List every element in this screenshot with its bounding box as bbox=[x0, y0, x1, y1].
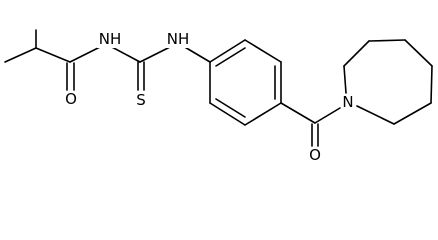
bond-arylnh-ring bbox=[182, 45, 211, 63]
bond-carbonyl-nh bbox=[69, 46, 101, 63]
ring-bond-2 bbox=[244, 39, 282, 63]
azepane-nitrogen-label: N bbox=[342, 93, 353, 111]
azepane-bond-6 bbox=[393, 102, 432, 125]
bond-methyl-left bbox=[4, 47, 37, 63]
ring-bond-1 bbox=[209, 39, 246, 63]
azepane-bond-4 bbox=[404, 39, 433, 67]
bond-isopropyl-carbonyl bbox=[35, 47, 71, 63]
ketone-oxygen-label: O bbox=[309, 146, 321, 164]
bond-ring-ketone bbox=[280, 102, 316, 124]
ring-bond-4 bbox=[244, 102, 282, 126]
aryl-nh-label: NH bbox=[167, 30, 190, 48]
ring-double-3 bbox=[215, 98, 246, 118]
azepane-bond-1 bbox=[343, 65, 347, 94]
thiourea-sulfur-label: S bbox=[136, 91, 146, 109]
bond-ketone-n bbox=[314, 107, 341, 124]
ring-double-1 bbox=[215, 47, 246, 67]
chemical-structure-diagram: NH O S NH N O bbox=[4, 29, 433, 164]
azepane-bond-3 bbox=[368, 39, 406, 42]
bond-thiocarbon-arylnh bbox=[139, 46, 171, 63]
bond-nh-thiocarbon bbox=[109, 45, 141, 63]
azepane-bond-2 bbox=[343, 40, 370, 67]
amide-nh-label: NH bbox=[99, 30, 122, 48]
ring-bond-5 bbox=[209, 102, 246, 126]
azepane-bond-7 bbox=[356, 105, 395, 125]
azepane-bond-5 bbox=[430, 65, 433, 104]
amide-oxygen-label: O bbox=[65, 90, 77, 108]
